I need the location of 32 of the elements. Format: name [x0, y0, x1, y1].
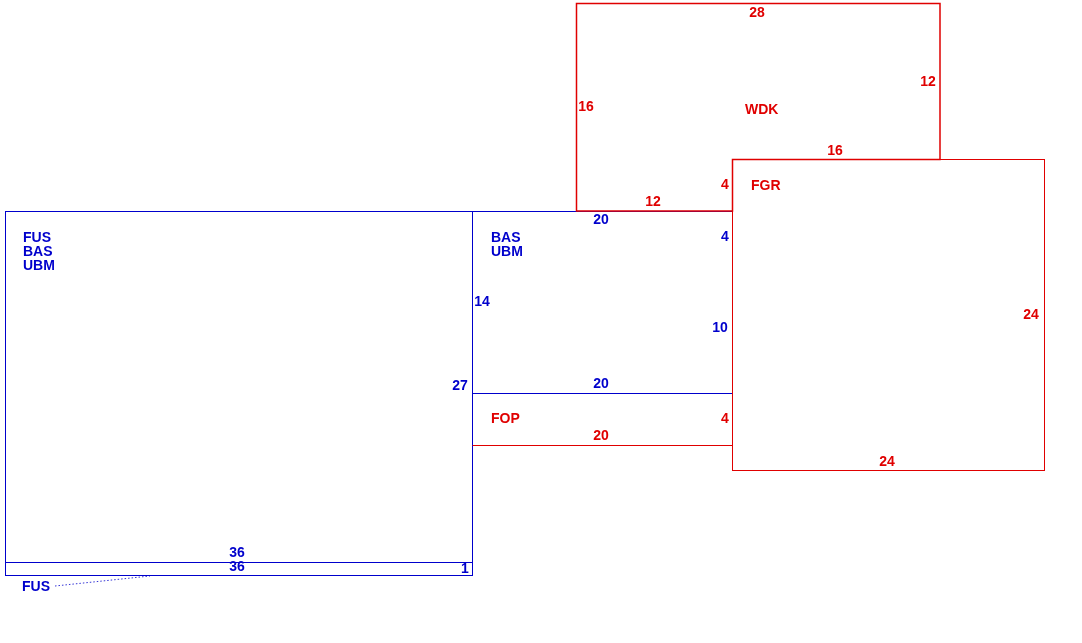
dimension-label: 14	[474, 294, 490, 308]
dimension-label: 27	[452, 378, 468, 392]
dimension-label: 1	[461, 561, 469, 575]
dimension-label: 12	[645, 194, 661, 208]
dimension-label: 20	[593, 428, 609, 442]
room-outline	[5, 211, 473, 563]
dimension-label: 24	[1023, 307, 1039, 321]
room-code: FUS	[23, 230, 52, 244]
room-code: FOP	[491, 411, 520, 425]
room-code: WDK	[745, 102, 779, 116]
dimension-label: 20	[593, 376, 609, 390]
dimension-label: 4	[721, 177, 729, 191]
room-outline	[576, 3, 941, 212]
dimension-label: 24	[879, 454, 895, 468]
room-code: FGR	[751, 178, 781, 192]
room-code: UBM	[491, 244, 523, 258]
dimension-label: 4	[721, 411, 729, 425]
dimension-label: 28	[749, 5, 765, 19]
room-code: BAS	[23, 244, 54, 258]
dimension-label: 4	[721, 229, 729, 243]
room-outline	[732, 159, 1045, 471]
leader-line	[54, 575, 151, 587]
dimension-label: 12	[920, 74, 936, 88]
room-code: UBM	[23, 258, 55, 272]
dimension-label: 36	[229, 545, 245, 559]
strip-outline	[5, 562, 473, 576]
room-code: FUS	[22, 579, 54, 593]
room-code: BAS	[491, 230, 522, 244]
dimension-label: 16	[827, 143, 843, 157]
dimension-label: 10	[712, 320, 728, 334]
dimension-label: 16	[578, 99, 594, 113]
dimension-label: 20	[593, 212, 609, 226]
